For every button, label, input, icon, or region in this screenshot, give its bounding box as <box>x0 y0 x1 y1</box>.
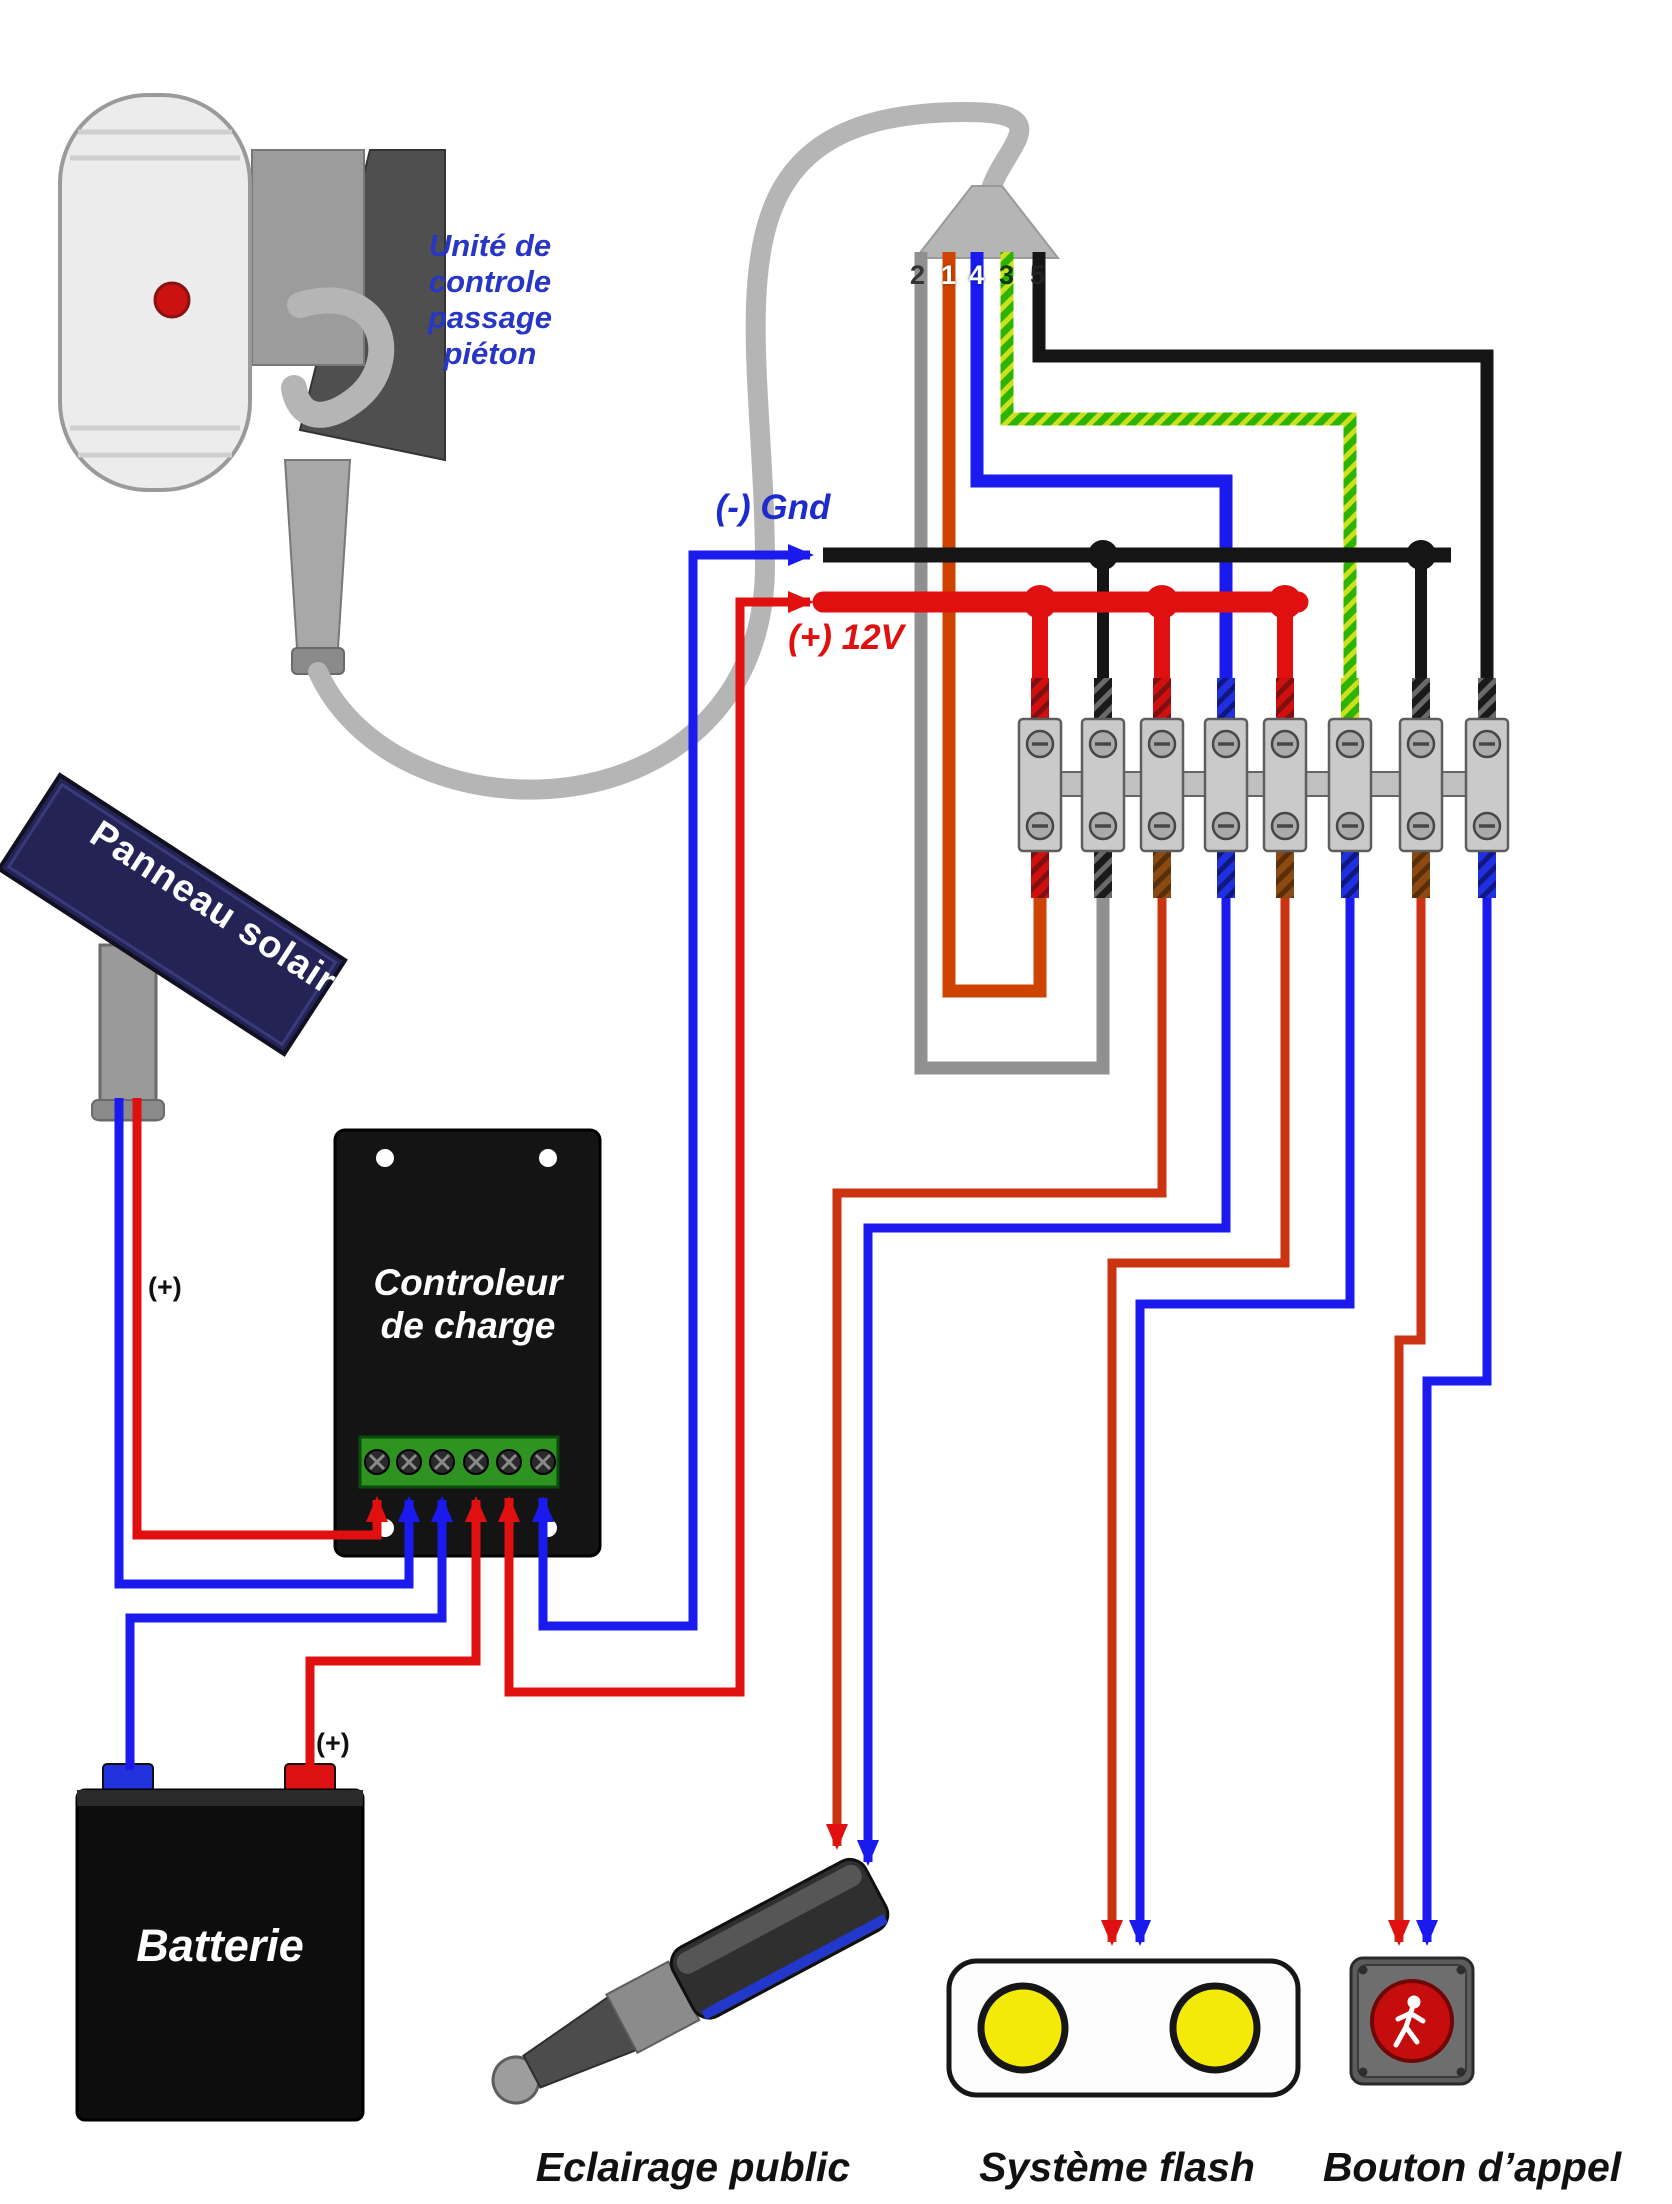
flash-system-label: Système flash <box>979 2144 1255 2190</box>
control-unit <box>58 93 446 675</box>
positive-bus <box>812 585 1309 678</box>
terminal-block-1 <box>1017 717 1063 853</box>
call-button-label: Bouton d’appel <box>1322 2144 1622 2190</box>
wire-button-negative <box>1422 898 1492 1938</box>
control-cable-conductors <box>914 252 1494 1075</box>
street-light-label: Eclairage public <box>535 2144 851 2190</box>
street-light <box>491 1857 890 2105</box>
terminal-block-6 <box>1327 717 1373 853</box>
controller-terminal-strip <box>358 1435 560 1489</box>
wire-1-orange-positive <box>942 252 1047 998</box>
terminal-block-8 <box>1464 717 1510 853</box>
wire-load-negative <box>538 550 798 1631</box>
light-head <box>669 1857 890 2020</box>
solar-panel-face <box>0 772 348 1057</box>
wire-3-green-striped <box>1000 252 1357 678</box>
wire-number-4: 4 <box>969 260 985 290</box>
control-unit-label: Unité de controle passage piéton <box>427 228 553 371</box>
mount-plate <box>251 149 365 366</box>
terminal-block-7 <box>1398 717 1444 853</box>
wire-flash-negative <box>1135 898 1355 1938</box>
wire-button-positive <box>1394 898 1426 1938</box>
wire-battery-negative <box>125 1496 453 1770</box>
cable-funnel <box>913 185 1061 259</box>
mount-hole <box>376 1149 394 1167</box>
wire-flash-positive <box>1107 898 1290 1938</box>
gnd-bus-label: (-) Gnd <box>715 488 831 527</box>
solar-positive-label: (+) <box>148 1272 182 1302</box>
wire-number-3: 3 <box>999 260 1015 290</box>
solar-panel <box>0 772 348 1122</box>
battery-positive-label: (+) <box>316 1728 350 1758</box>
mount-hole <box>539 1149 557 1167</box>
battery-label: Batterie <box>136 1920 304 1971</box>
charge-controller <box>333 1128 602 1558</box>
flash-lamp-right <box>1169 1982 1261 2074</box>
button-face[interactable] <box>1370 1979 1454 2063</box>
light-tube <box>701 1914 888 2020</box>
call-button <box>1349 1956 1475 2086</box>
wire-solar-positive <box>132 1098 388 1540</box>
wire-2-gray-ground <box>914 252 1110 1075</box>
pedestrian-icon <box>1393 1995 1426 2048</box>
terminal-block-4 <box>1203 717 1249 853</box>
device-wiring <box>826 898 1492 1946</box>
mount-hook <box>281 287 395 428</box>
terminal-block-2 <box>1080 717 1126 853</box>
power-wiring <box>114 544 814 1770</box>
charge-controller-label: Controleur de charge <box>373 1262 563 1346</box>
battery <box>75 1763 365 2122</box>
ground-bus <box>823 540 1451 678</box>
wire-number-2: 2 <box>910 260 926 290</box>
control-unit-cable <box>308 101 1030 800</box>
wire-solar-negative <box>114 1098 420 1589</box>
wire-light-positive <box>832 898 1167 1842</box>
wire-light-negative <box>863 898 1231 1858</box>
wire-number-1: 1 <box>941 260 957 290</box>
solar-pole <box>98 943 158 1122</box>
housing-screw <box>1456 1965 1466 1975</box>
flash-system <box>946 1958 1301 2098</box>
wire-load-positive <box>504 597 798 1697</box>
terminal-block-5 <box>1262 717 1308 853</box>
terminal-stubs <box>1031 678 1496 898</box>
wire-battery-positive <box>305 1496 487 1770</box>
housing-screw <box>1358 2067 1368 2077</box>
wire-5-black <box>1032 252 1494 678</box>
housing-screw <box>1456 2067 1466 2077</box>
terminal-block-3 <box>1139 717 1185 853</box>
control-unit-arm <box>283 459 352 649</box>
twelve-volt-bus-label: (+) 12V <box>788 618 904 657</box>
wire-number-5: 5 <box>1030 260 1046 290</box>
housing-screw <box>1358 1965 1368 1975</box>
control-unit-body <box>58 93 252 492</box>
terminal-strip <box>1017 717 1510 853</box>
indicator-led <box>153 281 191 319</box>
flash-lamp-left <box>977 1982 1069 2074</box>
wire-4-blue <box>970 252 1233 678</box>
